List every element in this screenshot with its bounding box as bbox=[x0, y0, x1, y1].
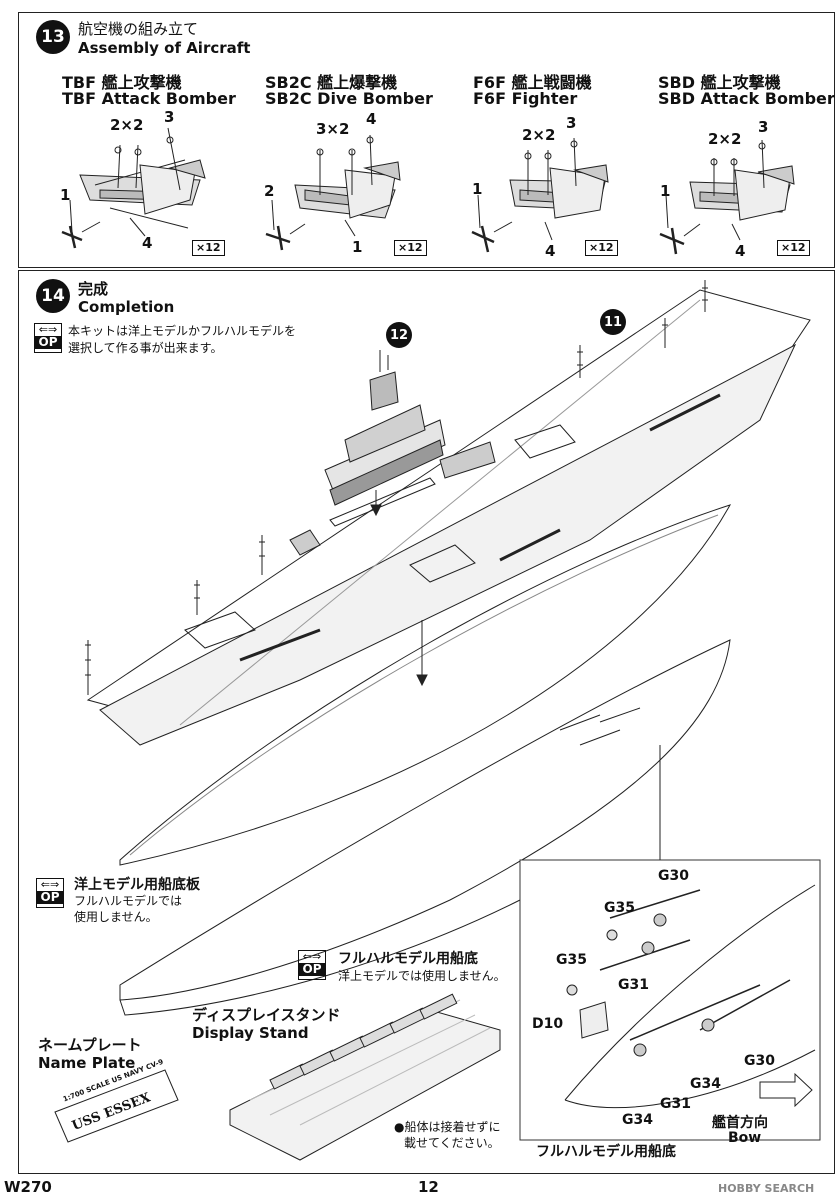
ac4-callout-d: 4 bbox=[735, 242, 746, 260]
step14-number: 14 bbox=[36, 279, 70, 313]
waterline-note-2: 使用しません。 bbox=[74, 910, 158, 924]
f6f-aircraft-drawing bbox=[471, 137, 609, 253]
label-g31-mid: G31 bbox=[618, 977, 649, 993]
ref-11-badge: 11 bbox=[600, 309, 626, 335]
fullhull-title: フルハルモデル用船底 bbox=[338, 951, 478, 967]
ac1-callout-b: 3 bbox=[164, 108, 175, 126]
sbd-aircraft-drawing bbox=[659, 139, 795, 255]
waterline-option-icon: ⇐⇒OP bbox=[36, 878, 64, 908]
aircraft-1-name-jp: TBF 艦上攻撃機 bbox=[62, 73, 182, 92]
step14-title-jp: 完成 bbox=[78, 280, 109, 298]
footer-watermark: HOBBY SEARCH bbox=[718, 1182, 815, 1195]
stand-note-2: 載せてください。 bbox=[404, 1136, 500, 1150]
ac1-callout-c: 1 bbox=[60, 186, 71, 204]
island-superstructure-drawing bbox=[324, 350, 446, 517]
ac3-callout-d: 4 bbox=[545, 242, 556, 260]
display-stand-title-en: Display Stand bbox=[192, 1024, 309, 1042]
step13-frame bbox=[18, 12, 835, 268]
ac4-callout-a: 2×2 bbox=[708, 130, 742, 148]
step13-number: 13 bbox=[36, 20, 70, 54]
ac1-callout-a: 2×2 bbox=[110, 116, 144, 134]
ac4-qty: ×12 bbox=[777, 240, 810, 256]
ac4-callout-b: 3 bbox=[758, 118, 769, 136]
footer-code: W270 bbox=[4, 1178, 52, 1196]
ac2-callout-a: 3×2 bbox=[316, 120, 350, 138]
ac3-callout-c: 1 bbox=[472, 180, 483, 198]
display-stand-drawing bbox=[229, 993, 501, 1161]
label-g35-top: G35 bbox=[604, 900, 635, 916]
step13-title-jp: 航空機の組み立て bbox=[78, 20, 199, 38]
ac4-callout-c: 1 bbox=[660, 182, 671, 200]
label-bow-jp: 艦首方向 bbox=[712, 1115, 768, 1131]
fullhull-option-icon: ⇐⇒OP bbox=[298, 950, 326, 980]
stand-note-1: ●船体は接着せずに bbox=[394, 1120, 501, 1134]
aircraft-drawings bbox=[61, 127, 795, 255]
label-g34-right: G34 bbox=[690, 1076, 721, 1092]
label-fullhull-bottom: フルハルモデル用船底 bbox=[536, 1144, 676, 1160]
sb2c-aircraft-drawing bbox=[265, 134, 401, 251]
label-d10: D10 bbox=[532, 1016, 564, 1032]
aircraft-2-name-jp: SB2C 艦上爆撃機 bbox=[265, 73, 398, 92]
option-icon: ⇐⇒OP bbox=[34, 323, 62, 353]
name-plate-title-jp: ネームプレート bbox=[38, 1036, 142, 1054]
display-stand-title-jp: ディスプレイスタンド bbox=[192, 1006, 341, 1024]
label-g35-mid: G35 bbox=[556, 952, 587, 968]
detail-box-drawing bbox=[519, 745, 821, 1141]
ac2-qty: ×12 bbox=[394, 240, 427, 256]
option-note-line-2: 選択して作る事が出来ます。 bbox=[68, 341, 223, 355]
ac2-callout-c: 2 bbox=[264, 182, 275, 200]
step14-frame bbox=[18, 270, 835, 1174]
ac3-callout-b: 3 bbox=[566, 114, 577, 132]
step14-title-en: Completion bbox=[78, 298, 175, 316]
ref-12-badge: 12 bbox=[386, 322, 412, 348]
aircraft-4-name-en: SBD Attack Bomber bbox=[658, 89, 835, 108]
label-bow-en: Bow bbox=[728, 1130, 762, 1146]
step13-title-en: Assembly of Aircraft bbox=[78, 39, 251, 57]
aircraft-1-name-en: TBF Attack Bomber bbox=[62, 89, 236, 108]
label-g30-right: G30 bbox=[744, 1053, 775, 1069]
name-plate-drawing bbox=[54, 1069, 179, 1143]
ac2-callout-d: 1 bbox=[352, 238, 363, 256]
aircraft-3-name-jp: F6F 艦上戦闘機 bbox=[473, 73, 592, 92]
option-note-line-1: 本キットは洋上モデルかフルハルモデルを bbox=[68, 324, 297, 338]
ac3-qty: ×12 bbox=[585, 240, 618, 256]
label-g34-bottom: G34 bbox=[622, 1112, 653, 1128]
flight-deck-drawing bbox=[85, 280, 811, 746]
ac2-callout-b: 4 bbox=[366, 110, 377, 128]
label-g30-top: G30 bbox=[658, 868, 689, 884]
aircraft-2-name-en: SB2C Dive Bomber bbox=[265, 89, 433, 108]
name-plate-title-en: Name Plate bbox=[38, 1054, 136, 1072]
footer-page: 12 bbox=[418, 1178, 439, 1196]
ac3-callout-a: 2×2 bbox=[522, 126, 556, 144]
aircraft-4-name-jp: SBD 艦上攻撃機 bbox=[658, 73, 781, 92]
tbf-aircraft-drawing bbox=[61, 127, 206, 249]
ac1-qty: ×12 bbox=[192, 240, 225, 256]
label-g31-bottom: G31 bbox=[660, 1096, 691, 1112]
waterline-note-1: フルハルモデルでは bbox=[74, 894, 183, 908]
fullhull-note: 洋上モデルでは使用しません。 bbox=[338, 969, 506, 983]
ac1-callout-d: 4 bbox=[142, 234, 153, 252]
waterline-title: 洋上モデル用船底板 bbox=[74, 877, 200, 893]
aircraft-3-name-en: F6F Fighter bbox=[473, 89, 578, 108]
waterline-plate-drawing bbox=[119, 504, 732, 866]
